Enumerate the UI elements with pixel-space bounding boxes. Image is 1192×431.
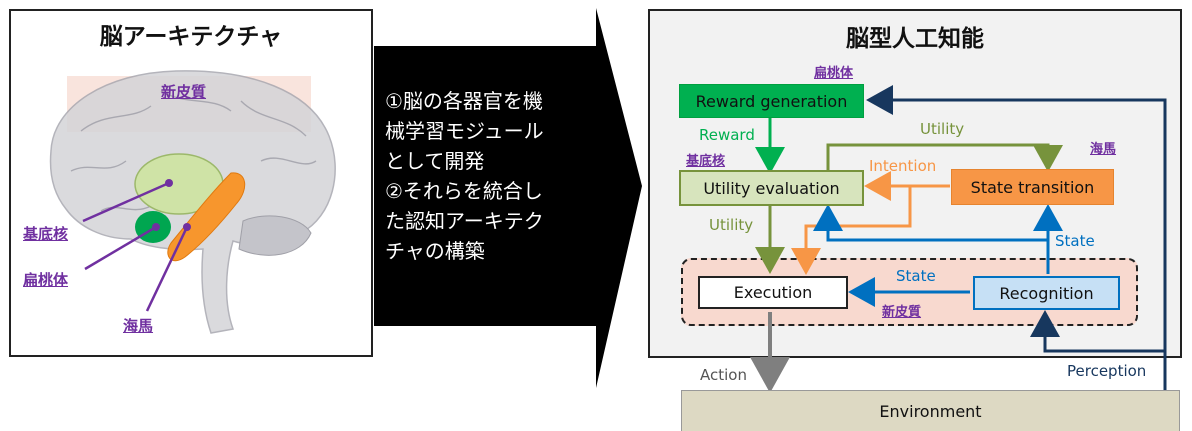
hippocampus-label: 海馬 (123, 317, 154, 335)
brain-illustration (49, 70, 336, 334)
state-mid-edge-label: State (896, 267, 936, 285)
hippocampus-region (167, 172, 246, 262)
arrow-text-line: チャの構築 (385, 239, 485, 263)
utility-left-edge-label: Utility (709, 216, 754, 234)
pointer-lines (82, 181, 189, 312)
state-right-edge-label: State (1055, 232, 1095, 250)
brain-panel-title: 脳アーキテクチャ (99, 24, 283, 50)
action-label: Action (700, 366, 747, 384)
perception-recognition-arrow (1030, 310, 1165, 353)
utility-top-edge-label: Utility (920, 120, 965, 138)
arrow-text-line: 械学習モジュール (385, 119, 544, 143)
neocortex-node-label: 新皮質 (882, 305, 922, 320)
intention-execution-arrow (791, 186, 912, 275)
amygdala-label: 扁桃体 (23, 271, 69, 289)
intention-edge-label: Intention (869, 157, 937, 175)
recognition-node: Recognition (973, 276, 1120, 310)
execution-node: Execution (698, 276, 848, 309)
environment-box: Environment (681, 390, 1180, 431)
brain-folds (70, 90, 317, 212)
amygdala-node-label: 扁桃体 (814, 66, 854, 81)
brain-architecture-panel: 脳アーキテクチャ 新皮質 基底核 扁桃体 海馬 (9, 9, 373, 357)
arrow-text: ①脳の各器官を機 械学習モジュール として開発 ②それらを統合し た認知アーキテ… (385, 86, 605, 266)
state-transition-node: State transition (951, 169, 1114, 205)
ai-panel-title: 脳型人工知能 (846, 26, 984, 52)
utility-evaluation-node: Utility evaluation (679, 170, 864, 206)
basal-ganglia-label: 基底核 (23, 225, 69, 243)
state-utility-arrow (813, 204, 1048, 242)
perception-label: Perception (1067, 362, 1147, 380)
arrow-text-line: として開発 (385, 149, 485, 173)
big-arrow (374, 8, 642, 388)
neocortex-label: 新皮質 (161, 83, 207, 101)
arrow-text-line: ②それらを統合し (385, 179, 543, 203)
arrow-text-line: た認知アーキテク (385, 209, 544, 233)
perception-arrow (866, 85, 1167, 391)
cerebellum (238, 215, 312, 256)
reward-generation-node: Reward generation (679, 84, 864, 118)
utility-top-arrow (826, 143, 1063, 172)
reward-edge-label: Reward (699, 126, 755, 144)
hippocampus-node-label: 海馬 (1090, 142, 1117, 157)
basal-ganglia-node-label: 基底核 (686, 154, 726, 169)
arrow-text-line: ①脳の各器官を機 (385, 89, 543, 113)
